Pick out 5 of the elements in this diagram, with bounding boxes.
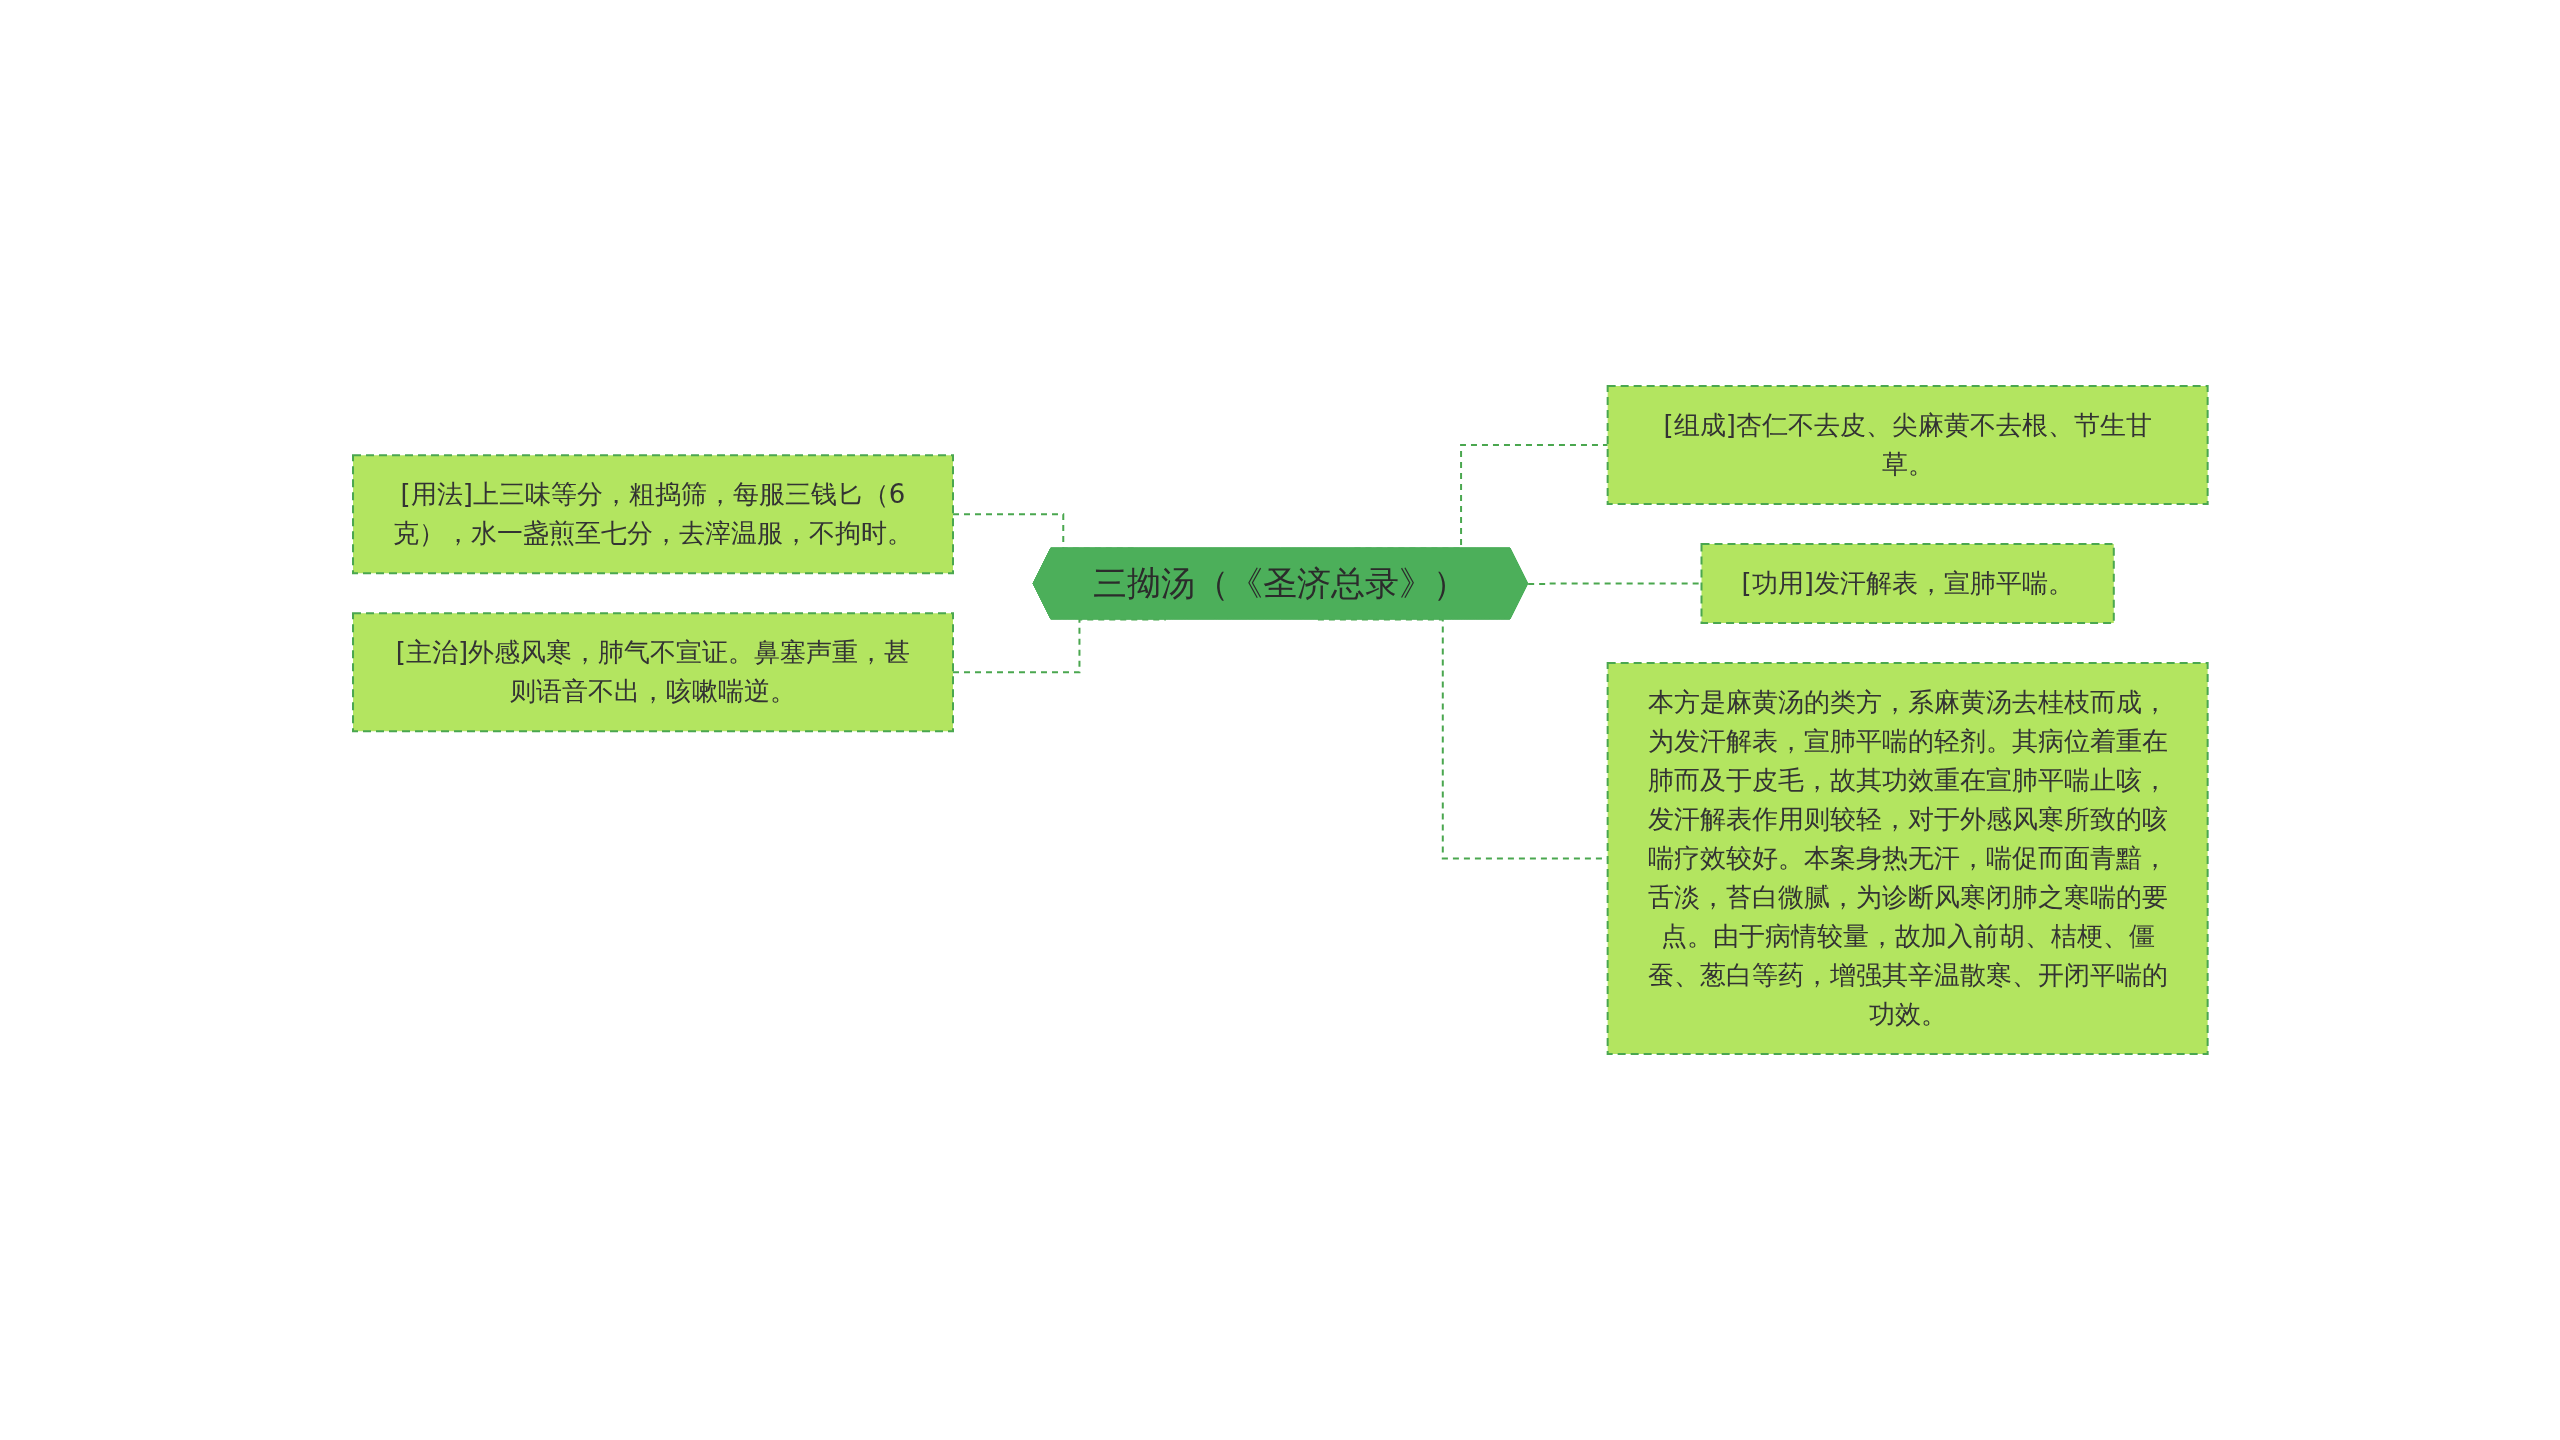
node-box: 本方是麻黄汤的类方，系麻黄汤去桂枝而成，为发汗解表，宣肺平喘的轻剂。其病位着重在肺而及于皮毛，故其功效重在宣肺平喘止咳，发汗解表作用则较轻，对于外感风寒所致的咳喘疗效较好。本案身热无汗，喘促而面青黯，舌淡，苔白微腻，为诊断风寒闭肺之寒喘的要点。由于病情较量，故加入前胡、桔梗、僵蚕、葱白等药，增强其辛温散寒、开闭平喘的功效。 <box>1606 662 2209 1055</box>
node-box: [组成]杏仁不去皮、尖麻黄不去根、节生甘草。 <box>1606 385 2209 505</box>
node-box: [功用]发汗解表，宣肺平喘。 <box>1700 543 2115 624</box>
node-box: [主治]外感风寒，肺气不宣证。鼻塞声重，甚则语音不出，咳嗽喘逆。 <box>351 612 954 733</box>
node-box: [用法]上三味等分，粗捣筛，每服三钱匕（6克），水一盏煎至七分，去滓温服，不拘时。 <box>351 454 954 575</box>
